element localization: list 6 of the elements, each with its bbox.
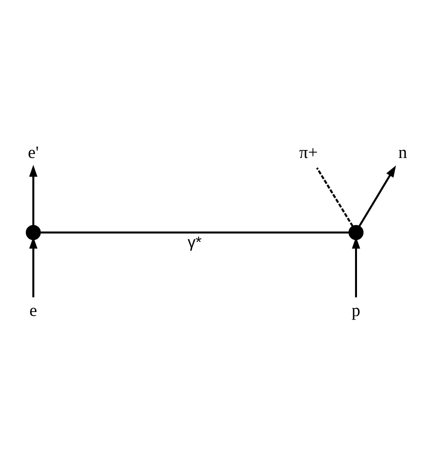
node-text: n [398, 142, 408, 162]
edge-label: γ* [188, 234, 202, 252]
node-text: π+ [299, 142, 318, 162]
node-text: e [29, 300, 38, 320]
node-text: p [352, 300, 360, 320]
node-text: e' [28, 142, 39, 162]
